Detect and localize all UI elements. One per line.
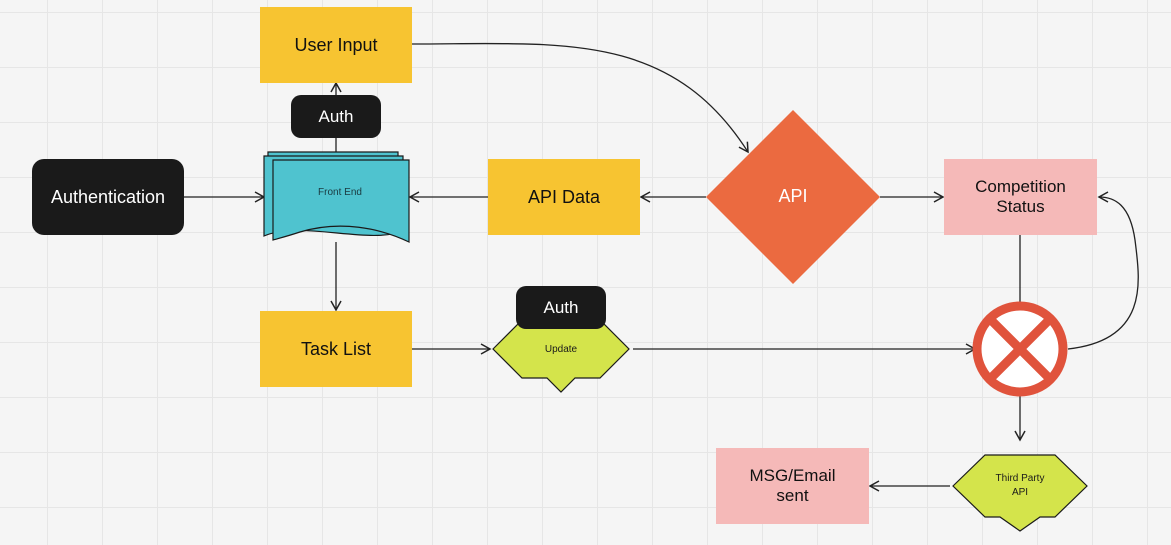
api-label: API bbox=[778, 186, 807, 206]
auth-top-label: Auth bbox=[318, 106, 354, 126]
msg-email-sent-node[interactable]: MSG/Email sent bbox=[716, 448, 869, 524]
api-diamond[interactable]: API bbox=[706, 110, 880, 284]
arrow-cross-to-competition-status bbox=[1067, 191, 1139, 350]
user-input-node[interactable]: User Input bbox=[260, 7, 412, 83]
arrow-user-input-to-api bbox=[411, 42, 749, 154]
auth-update-label: Auth bbox=[543, 297, 579, 317]
api-data-label: API Data bbox=[527, 186, 601, 207]
third-party-api-label-line2: API bbox=[1012, 487, 1028, 498]
auth-top-badge[interactable]: Auth bbox=[291, 95, 381, 138]
competition-status-label: Competition Status bbox=[975, 177, 1066, 216]
front-end-document-shape[interactable]: Front End bbox=[263, 151, 410, 243]
update-decision[interactable]: Update bbox=[492, 319, 630, 393]
update-label: Update bbox=[545, 344, 578, 355]
msg-email-sent-label: MSG/Email sent bbox=[749, 466, 836, 505]
api-data-node[interactable]: API Data bbox=[488, 159, 640, 235]
auth-update-badge[interactable]: Auth bbox=[516, 286, 606, 329]
authentication-label: Authentication bbox=[50, 186, 166, 207]
task-list-node[interactable]: Task List bbox=[260, 311, 412, 387]
cross-circle-icon bbox=[972, 301, 1068, 397]
front-end-label: Front End bbox=[318, 187, 362, 198]
competition-status-node[interactable]: Competition Status bbox=[944, 159, 1097, 235]
third-party-api-diamond[interactable]: Third Party API bbox=[952, 454, 1088, 532]
task-list-label: Task List bbox=[300, 338, 372, 359]
third-party-api-label-line1: Third Party bbox=[996, 473, 1045, 484]
authentication-node[interactable]: Authentication bbox=[32, 159, 184, 235]
user-input-label: User Input bbox=[294, 34, 378, 55]
